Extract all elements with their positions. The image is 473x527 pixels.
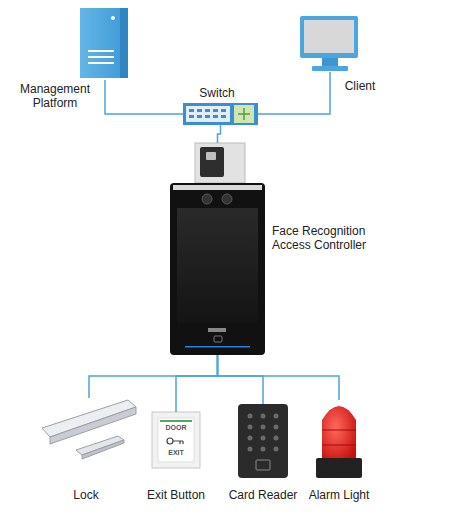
network-wire — [258, 72, 330, 114]
network-wire — [105, 80, 183, 114]
node-label: Card Reader — [223, 488, 303, 502]
network-wire — [218, 355, 264, 404]
monitor-icon — [300, 16, 358, 71]
lock-node: Lock — [42, 398, 136, 460]
exit-button-node: Exit Button — [152, 412, 200, 468]
network-wire — [218, 355, 340, 400]
server-icon — [80, 8, 128, 78]
node-label: Exit Button — [136, 488, 216, 502]
exit-button-icon — [152, 412, 200, 468]
switch-icon — [183, 103, 258, 125]
node-label: Management Platform — [15, 82, 95, 110]
node-label: Client — [330, 79, 390, 93]
card-reader-node: Card Reader — [238, 404, 288, 478]
button-marking: EXIT — [160, 449, 192, 457]
controller-node: Face Recognition Access Controller — [170, 143, 265, 355]
alarm-light-node: Alarm Light — [316, 400, 362, 478]
controller-icon — [170, 143, 265, 355]
button-marking: DOOR — [160, 424, 192, 432]
node-label: Switch — [187, 86, 247, 100]
node-label: Face Recognition Access Controller — [272, 224, 382, 252]
node-label: Lock — [51, 488, 121, 502]
maglock-icon — [42, 400, 136, 459]
alarm-light-icon — [316, 406, 362, 478]
client-node: Client — [298, 14, 362, 72]
network-wire — [176, 355, 218, 412]
switch-node: Switch — [183, 103, 258, 125]
server-node: Management Platform — [80, 8, 130, 80]
node-label: Alarm Light — [299, 488, 379, 502]
card-reader-icon — [238, 404, 288, 478]
network-wire — [218, 125, 221, 143]
